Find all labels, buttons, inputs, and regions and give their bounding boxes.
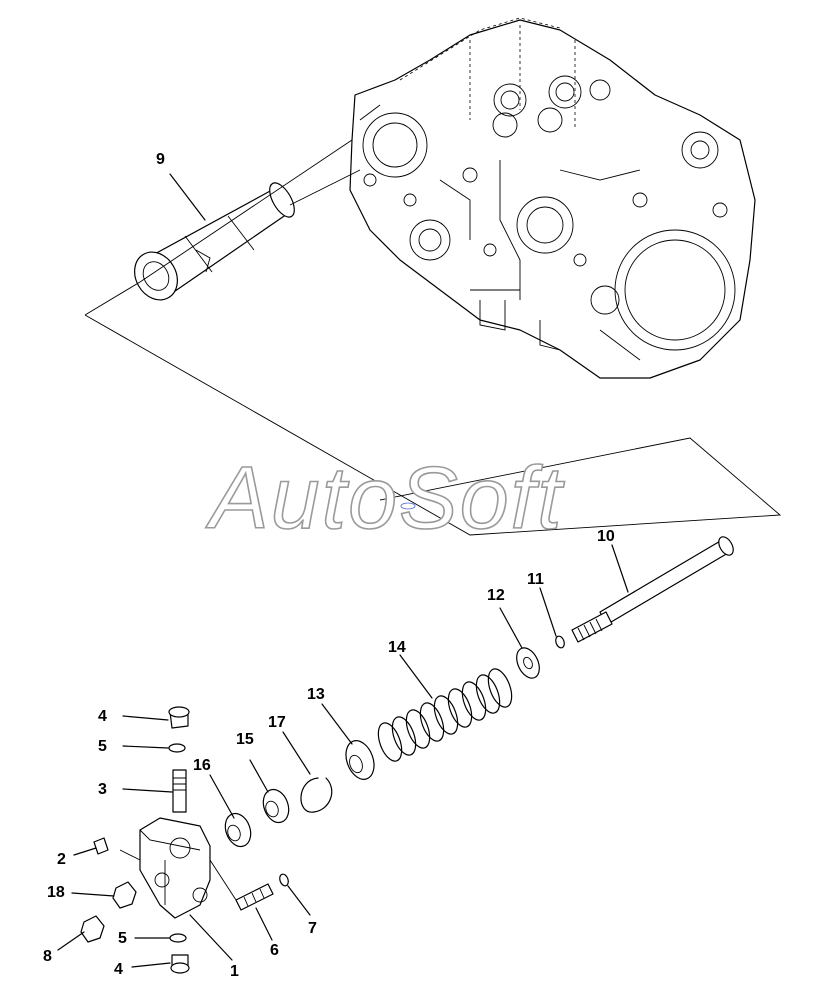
- callout-9: 9: [156, 151, 165, 168]
- callout-18: 18: [47, 884, 65, 901]
- part-7-o-ring: [279, 873, 289, 887]
- callout-14: 14: [388, 639, 406, 656]
- part-17-snap-ring: [300, 777, 333, 813]
- callout-7: 7: [308, 920, 317, 937]
- callout-12: 12: [487, 587, 505, 604]
- watermark-text: AutoSoft: [205, 448, 565, 547]
- callout-4-bottom: 4: [114, 961, 123, 978]
- callout-2: 2: [57, 851, 66, 868]
- watermark-dot-icon: [400, 502, 416, 510]
- callout-17: 17: [268, 714, 286, 731]
- callout-4-top: 4: [98, 708, 107, 725]
- part-4-plug-top: [168, 706, 190, 729]
- callout-3: 3: [98, 781, 107, 798]
- part-3-valve: [172, 769, 187, 813]
- part-13-spring-seat: [345, 740, 375, 780]
- pump-housing: [349, 17, 756, 379]
- callout-10: 10: [597, 528, 615, 545]
- part-6-screw: [235, 883, 274, 911]
- callout-6: 6: [270, 942, 279, 959]
- part-9-sleeve: [134, 182, 295, 301]
- part-14-spring: [377, 668, 513, 762]
- callout-11: 11: [527, 571, 544, 588]
- part-8-nut: [80, 915, 105, 943]
- part-18-nut: [112, 881, 137, 909]
- leader-lines: [57, 173, 629, 968]
- part-15-collar: [262, 788, 290, 824]
- part-11-o-ring: [555, 635, 565, 649]
- part-10-spool: [571, 536, 734, 643]
- assembly-guide-lines: [84, 139, 782, 901]
- callout-8: 8: [43, 948, 52, 965]
- callout-1: 1: [230, 963, 239, 980]
- part-5-o-ring-top: [168, 743, 186, 753]
- callout-15: 15: [236, 731, 254, 748]
- callout-5-top: 5: [98, 738, 107, 755]
- callout-16: 16: [193, 757, 211, 774]
- callout-5-bottom: 5: [118, 930, 127, 947]
- part-12-washer: [516, 647, 540, 679]
- part-1-valve-body: [139, 817, 211, 919]
- part-2-plug: [93, 837, 109, 855]
- part-4-plug-bottom: [170, 954, 190, 974]
- callout-labels: 9 10 11 12 14 13 17 15 16 4 5 3 2 18 8 5…: [43, 151, 615, 980]
- part-16-collar: [224, 812, 252, 848]
- callout-13: 13: [307, 686, 325, 703]
- part-5-o-ring-bottom: [169, 933, 187, 943]
